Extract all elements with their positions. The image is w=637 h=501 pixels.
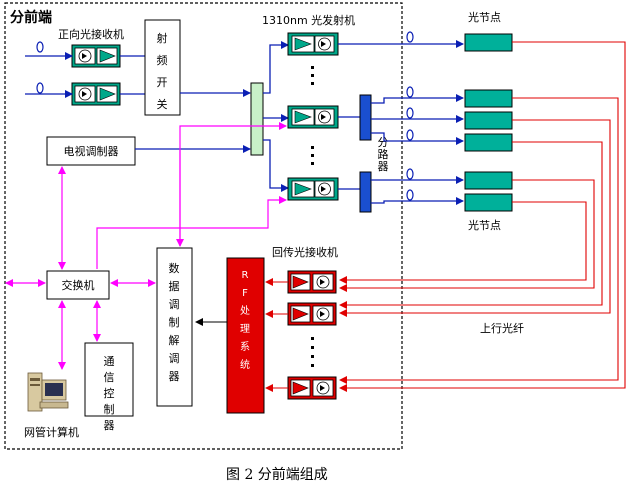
tv-modulator <box>46 136 136 166</box>
upstream-fiber-label: 上行光纤 <box>480 321 524 335</box>
optical-node-5 <box>464 171 513 190</box>
optical-node-label-bottom: 光节点 <box>468 218 501 232</box>
rfsys-text-char: R <box>242 270 249 281</box>
ctrl-text-char: 控 <box>104 386 115 400</box>
data-modem <box>156 247 193 407</box>
head-end-boundary <box>4 2 403 450</box>
ctrl-text-char: 通 <box>104 355 115 368</box>
transmitter-3 <box>287 177 339 201</box>
return-receiver-3 <box>287 376 337 400</box>
return-receiver-label: 回传光接收机 <box>272 245 338 259</box>
splitter-text-char: 分 <box>378 136 389 149</box>
modem-text-char: 数 <box>169 262 180 275</box>
tv-modulator-label: 电视调制器 <box>64 144 119 158</box>
rfsys-text-char: 理 <box>240 323 250 335</box>
control-lines <box>5 122 287 370</box>
return-receiver-2 <box>287 302 337 326</box>
fiber-coil-icon <box>36 82 44 94</box>
modem-text-char: 器 <box>169 370 180 383</box>
transmitter-1 <box>287 32 339 56</box>
head-end-title: 分前端 <box>10 9 52 26</box>
rf-switch <box>144 19 181 116</box>
fiber-coil-icon <box>406 31 414 201</box>
computer-icon <box>27 372 69 412</box>
modem-text-char: 据 <box>169 279 180 293</box>
splitter-1 <box>359 94 372 141</box>
modem-text-char: 调 <box>169 352 180 365</box>
figure-caption: 图 2 分前端组成 <box>226 466 328 483</box>
return-receiver-1 <box>287 270 337 294</box>
ctrl-text-char: 器 <box>104 419 115 432</box>
transmitter-2 <box>287 105 339 129</box>
rfswitch-text-char: 频 <box>157 53 168 67</box>
network-switch <box>46 270 110 300</box>
modem-text-char: 解 <box>169 333 180 347</box>
forward-receiver-2 <box>71 82 121 106</box>
rfsys-text-char: 处 <box>240 305 250 317</box>
optical-node-3 <box>464 111 513 130</box>
forward-receiver-1 <box>71 44 121 68</box>
optical-node-4 <box>464 133 513 152</box>
rf-processing-system <box>226 257 265 414</box>
splitter-2 <box>359 171 372 213</box>
rfsys-text-char: 系 <box>240 341 250 353</box>
rfsys-text-char: 统 <box>240 358 250 371</box>
ellipsis-dots <box>311 337 314 367</box>
ctrl-text-char: 信 <box>104 371 115 384</box>
rfswitch-text-char: 关 <box>157 97 168 111</box>
splitter-text-char: 器 <box>378 160 389 173</box>
modem-text-char: 制 <box>169 316 180 329</box>
optical-node-2 <box>464 89 513 108</box>
ellipsis-dots <box>311 66 314 165</box>
upstream-fibers <box>339 41 626 392</box>
rfsys-text-char: F <box>242 288 248 299</box>
forward-receiver-label: 正向光接收机 <box>58 27 124 41</box>
modem-text-char: 调 <box>169 298 180 311</box>
optical-node-label-top: 光节点 <box>468 10 501 24</box>
optical-node-6 <box>464 193 513 212</box>
splitter-label: 分路器 <box>378 136 389 173</box>
nms-computer-label: 网管计算机 <box>24 425 79 439</box>
comm-controller <box>84 342 134 417</box>
optical-node-1 <box>464 33 513 52</box>
fiber-coil-icon <box>36 41 44 53</box>
switch-label: 交换机 <box>62 278 95 292</box>
ctrl-text-char: 制 <box>104 403 115 416</box>
splitter-text-char: 路 <box>378 148 389 161</box>
rfswitch-text-char: 开 <box>157 76 168 89</box>
tx-1310-label: 1310nm 光发射机 <box>262 13 355 27</box>
rfswitch-text-char: 射 <box>157 31 168 45</box>
combiner <box>250 82 264 156</box>
